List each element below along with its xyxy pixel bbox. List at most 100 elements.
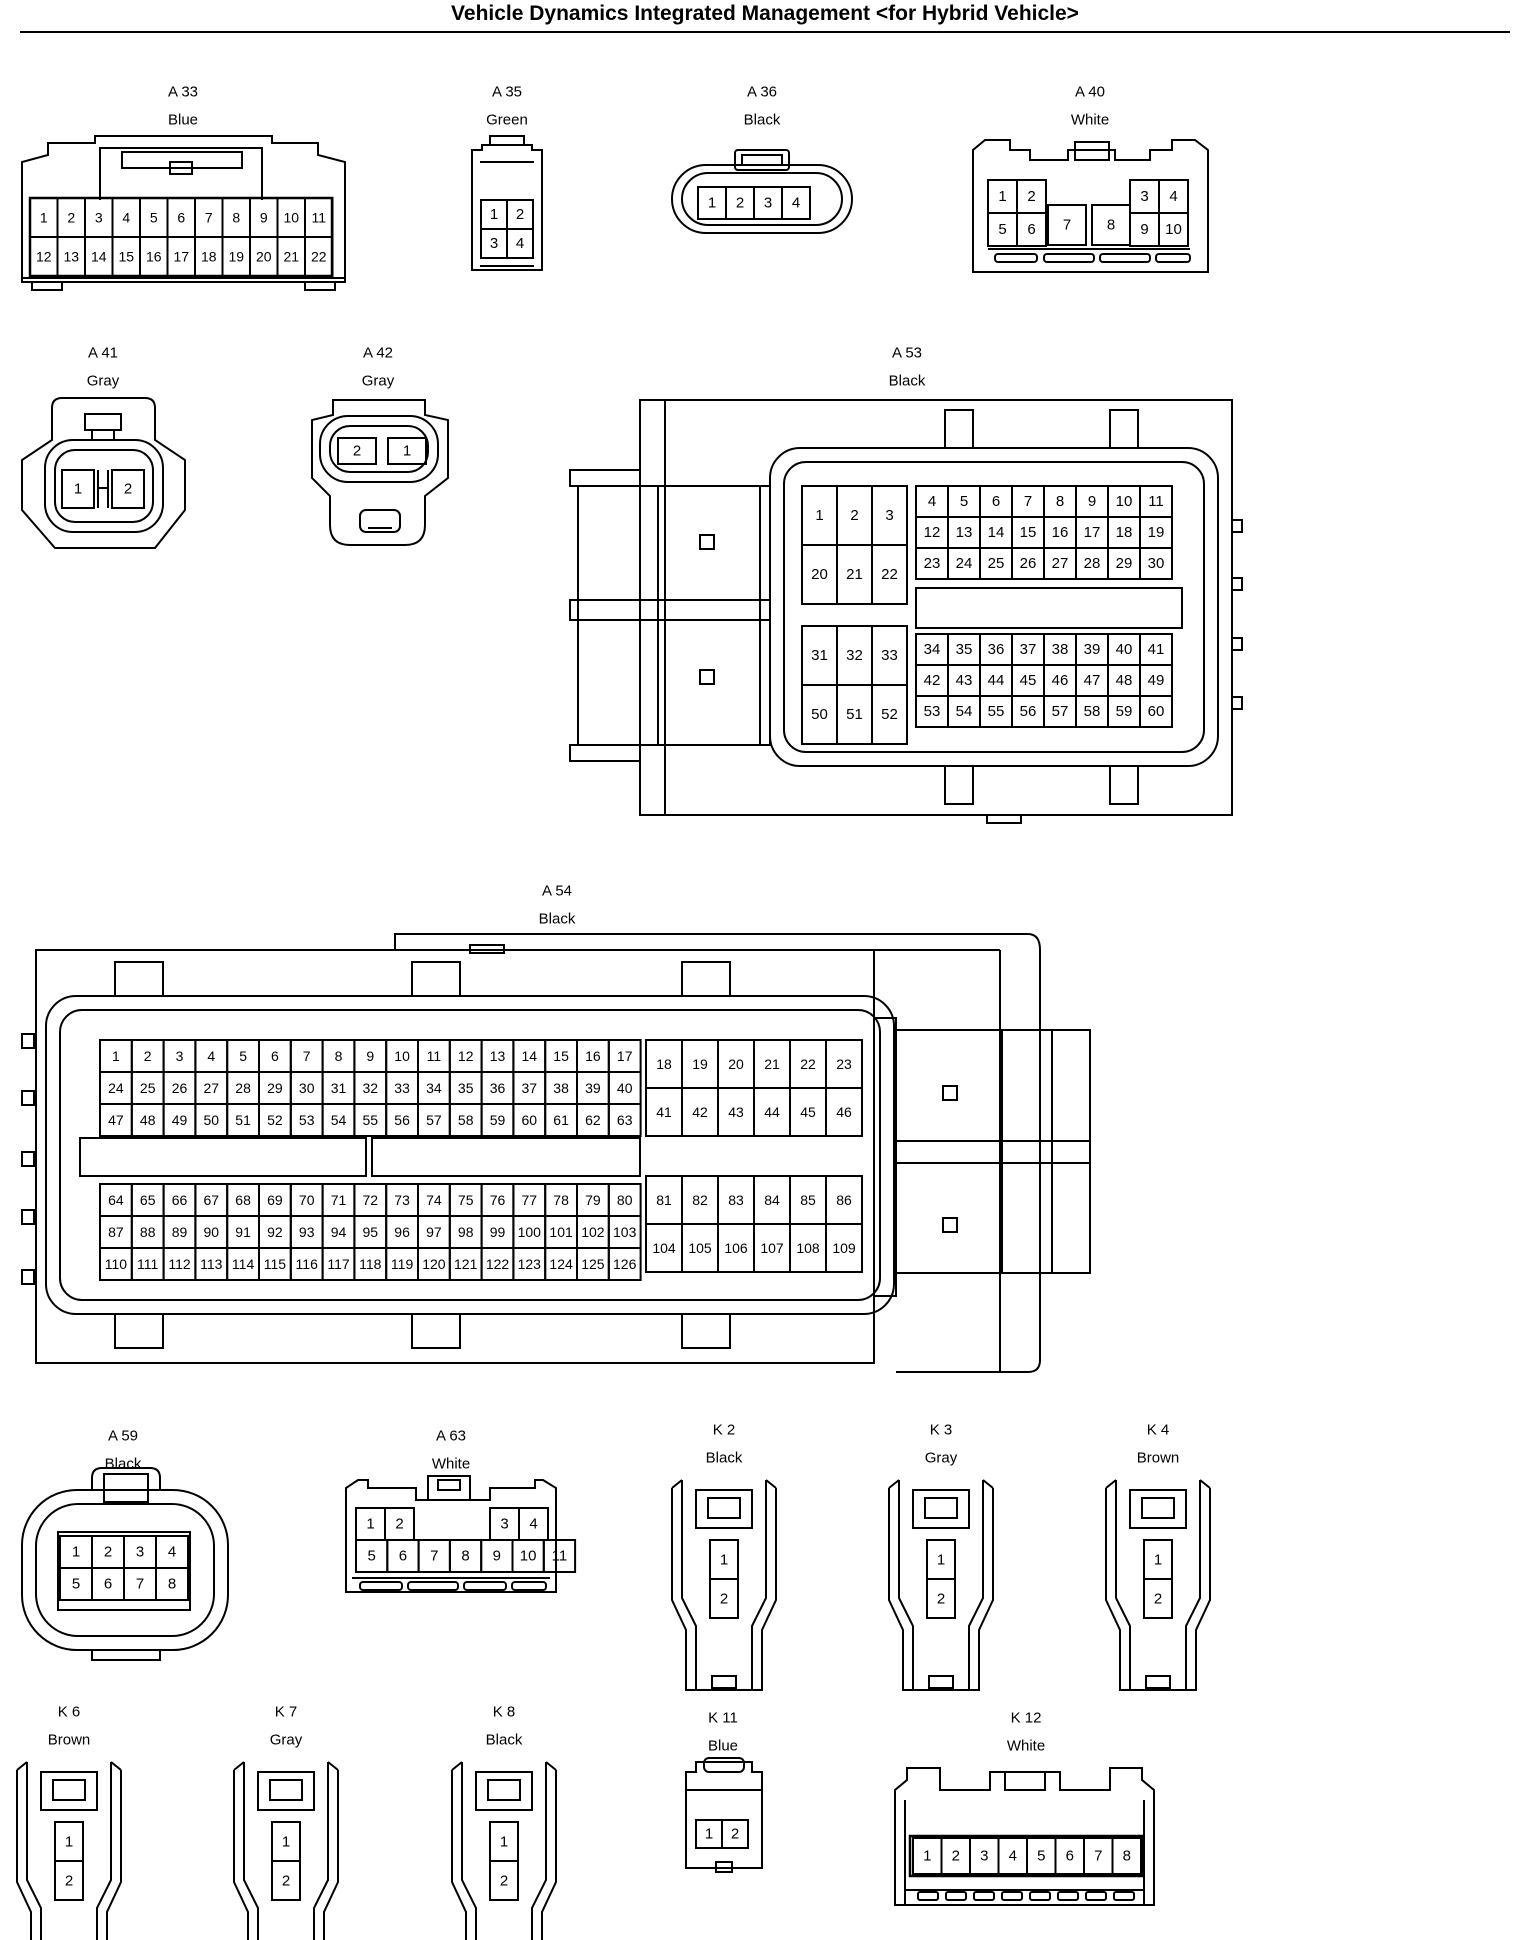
pin-number: 83 <box>728 1192 744 1208</box>
pin-number: 64 <box>108 1192 124 1208</box>
connector-color: Black <box>105 1456 142 1473</box>
connector-color: Black <box>889 373 926 390</box>
page-title: Vehicle Dynamics Integrated Management <… <box>451 2 1079 25</box>
pin-number: 54 <box>331 1112 347 1128</box>
pin-number: 52 <box>881 706 898 723</box>
pin-number: 109 <box>832 1240 856 1256</box>
pin-number: 55 <box>363 1112 379 1128</box>
connector-color: Gray <box>87 373 120 390</box>
pin-number: 8 <box>232 210 240 226</box>
pin-number: 113 <box>200 1256 223 1272</box>
pin-number: 20 <box>728 1056 744 1072</box>
pin-number: 6 <box>399 1548 407 1565</box>
pin-number: 26 <box>1020 555 1037 572</box>
pin-number: 10 <box>394 1048 410 1064</box>
pin-number: 40 <box>617 1080 633 1096</box>
pin-number: 38 <box>553 1080 569 1096</box>
pin-number: 26 <box>172 1080 188 1096</box>
pin-number: 57 <box>1052 703 1069 720</box>
pin-number: 37 <box>1020 641 1037 658</box>
pin-number: 1 <box>282 1834 290 1851</box>
pin-number: 77 <box>522 1192 538 1208</box>
pin-number: 112 <box>168 1256 191 1272</box>
connector-id: A 35 <box>492 84 522 101</box>
pin-number: 3 <box>885 507 893 524</box>
connector-color: Black <box>744 112 781 129</box>
pin-number: 31 <box>811 647 828 664</box>
pin-number: 2 <box>736 195 744 212</box>
connector-id: K 7 <box>275 1704 298 1721</box>
pin-number: 57 <box>426 1112 442 1128</box>
pin-number: 8 <box>1123 1848 1131 1865</box>
pin-number: 1 <box>998 188 1006 205</box>
pin-number: 4 <box>1009 1848 1017 1865</box>
pin-number: 2 <box>937 1591 945 1608</box>
pin-number: 18 <box>1116 524 1133 541</box>
pin-number: 3 <box>500 1516 508 1533</box>
pin-number: 29 <box>1116 555 1133 572</box>
pin-number: 48 <box>1116 672 1133 689</box>
pin-number: 94 <box>331 1224 347 1240</box>
pin-number: 10 <box>283 210 299 226</box>
pin-number: 7 <box>136 1576 144 1593</box>
pin-number: 49 <box>1148 672 1165 689</box>
pin-number: 7 <box>303 1048 311 1064</box>
pin-number: 3 <box>764 195 772 212</box>
pin-number: 4 <box>1169 188 1177 205</box>
pin-number: 52 <box>267 1112 283 1128</box>
pin-number: 60 <box>1148 703 1165 720</box>
pin-number: 2 <box>720 1591 728 1608</box>
pin-number: 22 <box>800 1056 816 1072</box>
pin-number: 56 <box>1020 703 1037 720</box>
pin-number: 22 <box>311 249 327 265</box>
pin-number: 4 <box>122 210 130 226</box>
pin-number: 103 <box>613 1224 637 1240</box>
pin-number: 2 <box>124 481 132 498</box>
pin-number: 61 <box>553 1112 569 1128</box>
connector-id: K 2 <box>713 1422 736 1439</box>
pin-number: 9 <box>1088 493 1096 510</box>
connector-color: Gray <box>362 373 395 390</box>
pin-number: 7 <box>430 1548 438 1565</box>
pin-number: 2 <box>1027 188 1035 205</box>
pin-number: 125 <box>581 1256 605 1272</box>
pin-number: 42 <box>692 1104 708 1120</box>
pin-number: 45 <box>800 1104 816 1120</box>
pin-number: 35 <box>458 1080 474 1096</box>
pin-number: 5 <box>960 493 968 510</box>
pin-number: 46 <box>1052 672 1069 689</box>
connector-id: K 12 <box>1011 1710 1042 1727</box>
pin-number: 33 <box>394 1080 410 1096</box>
pin-number: 108 <box>796 1240 820 1256</box>
pin-number: 2 <box>104 1544 112 1561</box>
pin-number: 93 <box>299 1224 315 1240</box>
pin-number: 53 <box>299 1112 315 1128</box>
pin-number: 96 <box>394 1224 410 1240</box>
pin-number: 53 <box>924 703 941 720</box>
pin-number: 71 <box>331 1192 347 1208</box>
pin-number: 47 <box>108 1112 124 1128</box>
pin-number: 126 <box>613 1256 637 1272</box>
pin-number: 80 <box>617 1192 633 1208</box>
pin-number: 62 <box>585 1112 601 1128</box>
pin-number: 15 <box>553 1048 569 1064</box>
pin-number: 105 <box>688 1240 712 1256</box>
pin-number: 4 <box>168 1544 176 1561</box>
pin-number: 12 <box>36 249 52 265</box>
pin-number: 39 <box>1084 641 1101 658</box>
pin-number: 98 <box>458 1224 474 1240</box>
pin-number: 90 <box>204 1224 220 1240</box>
pin-number: 51 <box>846 706 863 723</box>
pin-number: 38 <box>1052 641 1069 658</box>
pin-number: 1 <box>366 1516 374 1533</box>
pin-number: 11 <box>311 210 326 226</box>
pin-number: 54 <box>956 703 973 720</box>
pin-number: 51 <box>235 1112 251 1128</box>
pin-number: 4 <box>516 235 524 252</box>
pin-number: 11 <box>1148 493 1164 510</box>
pin-number: 75 <box>458 1192 474 1208</box>
